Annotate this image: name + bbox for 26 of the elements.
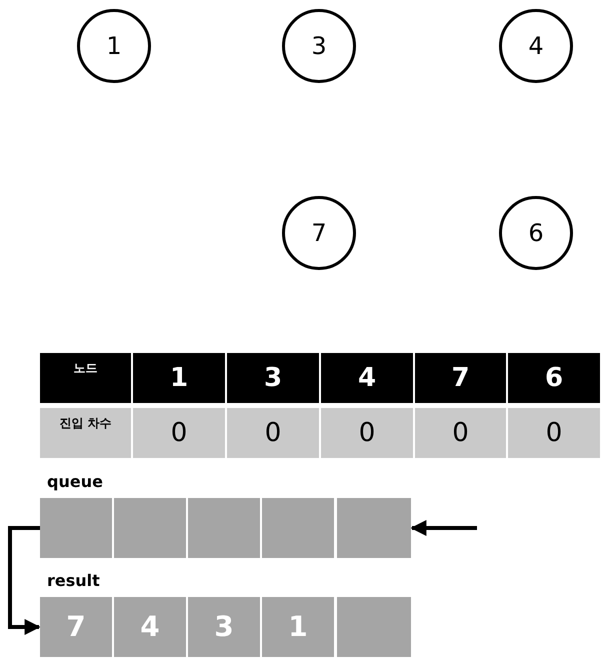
table-header-cell: 7 [415,353,506,403]
empty-cell [337,498,411,558]
table-cell: 0 [415,408,506,458]
table-cell: 0 [321,408,413,458]
table-cell: 0 [508,408,600,458]
arrow [410,520,477,536]
empty-cell [337,597,411,657]
table-header-cell: 3 [227,353,319,403]
table-header-cell: 6 [508,353,600,403]
array-cell: 3 [188,597,260,657]
array-cell: 4 [114,597,186,657]
table-header-cell: 1 [133,353,225,403]
array-cell: 7 [40,597,112,657]
empty-cell [262,498,334,558]
table-header-cell: 노드 [40,353,131,403]
table-cell: 0 [133,408,225,458]
empty-cell [114,498,186,558]
table-cell: 0 [227,408,319,458]
arrow [8,526,41,635]
table-header-cell: 4 [321,353,413,403]
empty-cell [40,498,112,558]
table-cell: 진입 차수 [40,408,131,458]
array-cell: 1 [262,597,334,657]
array-title: queue [47,471,103,493]
array-title: result [47,570,100,592]
empty-cell [188,498,260,558]
